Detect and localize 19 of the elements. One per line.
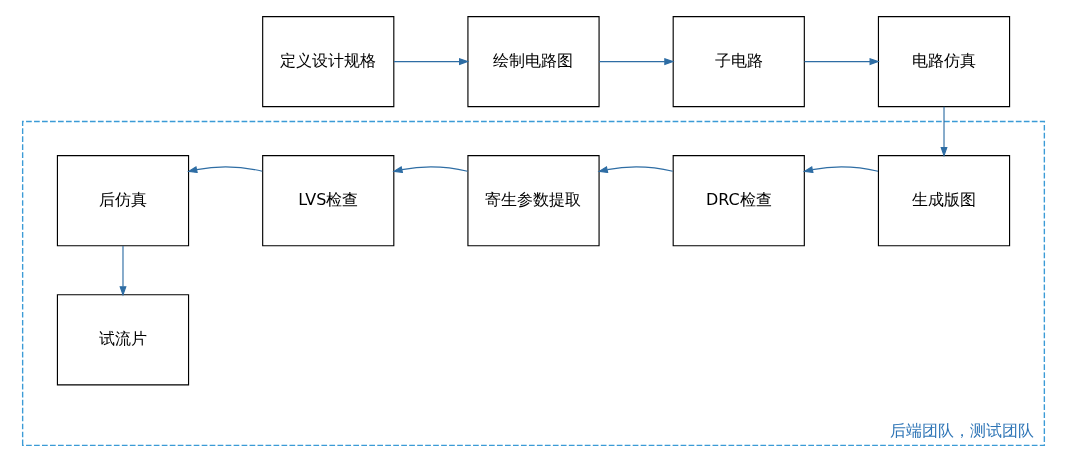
arrow [940,106,948,158]
node-box: 生成版图 [877,155,1011,247]
arrow [598,58,675,66]
arrow [187,166,263,174]
arrow [119,245,127,297]
node-box: DRC检查 [672,155,805,247]
node-box: 后仿真 [56,155,190,247]
arrow [802,166,879,174]
node-box: 寄生参数提取 [467,155,600,247]
arrow [392,166,469,174]
arrow [803,58,880,66]
node-box: 子电路 [672,16,805,108]
node-box: 试流片 [56,294,190,386]
node-box: 定义设计规格 [262,16,395,108]
node-box: 电路仿真 [877,16,1011,108]
node-box: LVS检查 [262,155,395,247]
node-box: 绘制电路图 [467,16,600,108]
arrow [597,166,674,174]
arrow [393,58,470,66]
